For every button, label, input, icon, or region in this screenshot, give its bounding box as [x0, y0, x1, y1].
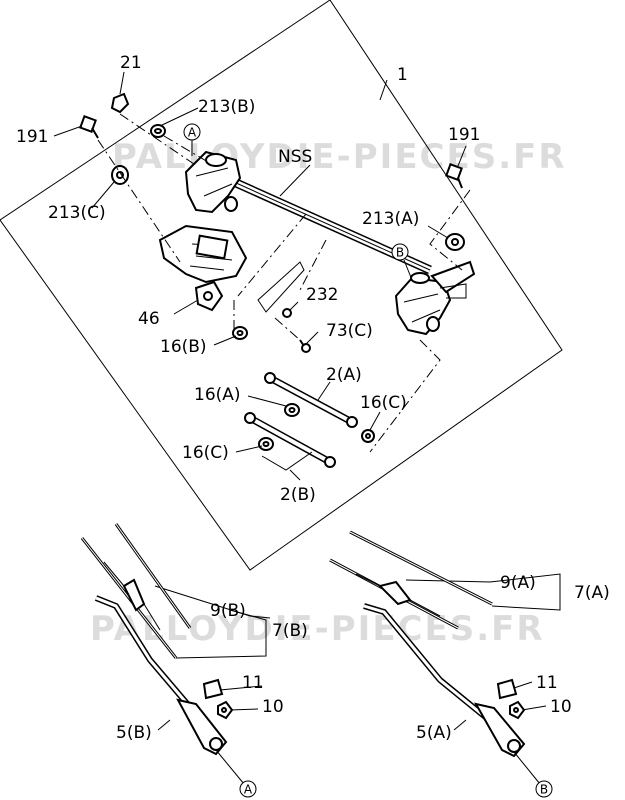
label-16b: 16(B)	[160, 337, 207, 357]
leader-b-top	[403, 259, 413, 281]
label-10-right: 10	[550, 697, 572, 717]
bushing-213a	[445, 233, 465, 251]
label-16a: 16(A)	[194, 385, 241, 405]
nut-21	[110, 92, 130, 114]
screw-73c	[299, 339, 311, 353]
label-232: 232	[306, 285, 338, 305]
centerline-213b	[163, 135, 209, 163]
centerline-16c	[369, 339, 441, 453]
bolt-191-right	[445, 163, 463, 189]
label-191-left: 191	[16, 127, 48, 147]
label-11-left: 11	[242, 673, 264, 693]
centerline-21	[119, 113, 195, 165]
label-7b: 7(B)	[272, 621, 308, 641]
watermark-lower: PALLOYDIE-PIECES.FR	[90, 609, 545, 649]
label-10-left: 10	[262, 697, 284, 717]
centerline-232	[274, 317, 301, 341]
label-1: 1	[397, 65, 408, 85]
label-21: 21	[120, 53, 142, 73]
wiper-blade-9a	[349, 530, 493, 606]
label-9b: 9(B)	[210, 601, 246, 621]
wiper-blade-assembly-7b	[80, 537, 178, 659]
label-11-right: 11	[536, 673, 558, 693]
centerline-motor	[237, 213, 307, 297]
leader-lines	[53, 71, 561, 731]
wiper-motor	[158, 224, 248, 284]
motor-bracket	[194, 280, 224, 312]
cap-11-right	[496, 678, 518, 700]
label-16c-left: 16(C)	[182, 443, 229, 463]
label-191-right: 191	[448, 125, 480, 145]
label-2b: 2(B)	[280, 485, 316, 505]
centerline-191-right	[429, 189, 471, 271]
assembly-frame	[0, 0, 563, 571]
nut-10-right	[509, 700, 526, 720]
bushing-16c-right	[361, 429, 375, 443]
label-73c: 73(C)	[326, 321, 373, 341]
label-2a: 2(A)	[326, 365, 362, 385]
centerline-191-left	[97, 139, 181, 263]
ref-b-bottom: B	[535, 780, 553, 798]
wiper-blade-assembly-7a	[329, 558, 459, 630]
wiper-blade-9b	[114, 523, 192, 629]
bolt-191-left	[79, 115, 99, 139]
label-5b: 5(B)	[116, 723, 152, 743]
bushing-213c	[111, 165, 129, 185]
link-rod-2b	[244, 412, 336, 468]
washer-232	[282, 308, 292, 318]
label-213a: 213(A)	[362, 209, 419, 229]
label-16c-right: 16(C)	[360, 393, 407, 413]
leader-a-bottom	[215, 749, 245, 785]
label-9a: 9(A)	[500, 573, 536, 593]
ref-a-bottom-letter: A	[244, 783, 253, 797]
link-bracket	[257, 261, 305, 313]
label-nss: NSS	[278, 147, 312, 167]
label-7a: 7(A)	[574, 583, 610, 603]
left-pivot-bracket	[184, 150, 242, 214]
ref-a-top: A	[183, 123, 201, 141]
ref-a-bottom: A	[239, 780, 257, 798]
link-rod-2a	[264, 372, 358, 428]
label-46: 46	[138, 309, 160, 329]
label-213c: 213(C)	[48, 203, 106, 223]
ref-b-top-letter: B	[396, 246, 404, 260]
right-pivot-bracket	[394, 260, 476, 336]
wiper-arm-5a	[363, 603, 526, 758]
bushing-16b	[232, 326, 248, 340]
nut-10-left	[217, 700, 234, 720]
label-5a: 5(A)	[416, 723, 452, 743]
cap-11-left	[202, 678, 224, 700]
bushing-16a	[284, 403, 300, 417]
ref-b-bottom-letter: B	[540, 783, 548, 797]
watermark-upper: PALLOYDIE-PIECES.FR	[112, 137, 567, 177]
ref-b-top: B	[391, 243, 409, 261]
label-213b: 213(B)	[198, 97, 255, 117]
bushing-16c-left	[258, 437, 274, 451]
leader-b-bottom	[513, 751, 541, 785]
bushing-213b	[150, 124, 166, 138]
ref-a-top-letter: A	[188, 126, 197, 140]
centerline-nss	[299, 239, 327, 291]
